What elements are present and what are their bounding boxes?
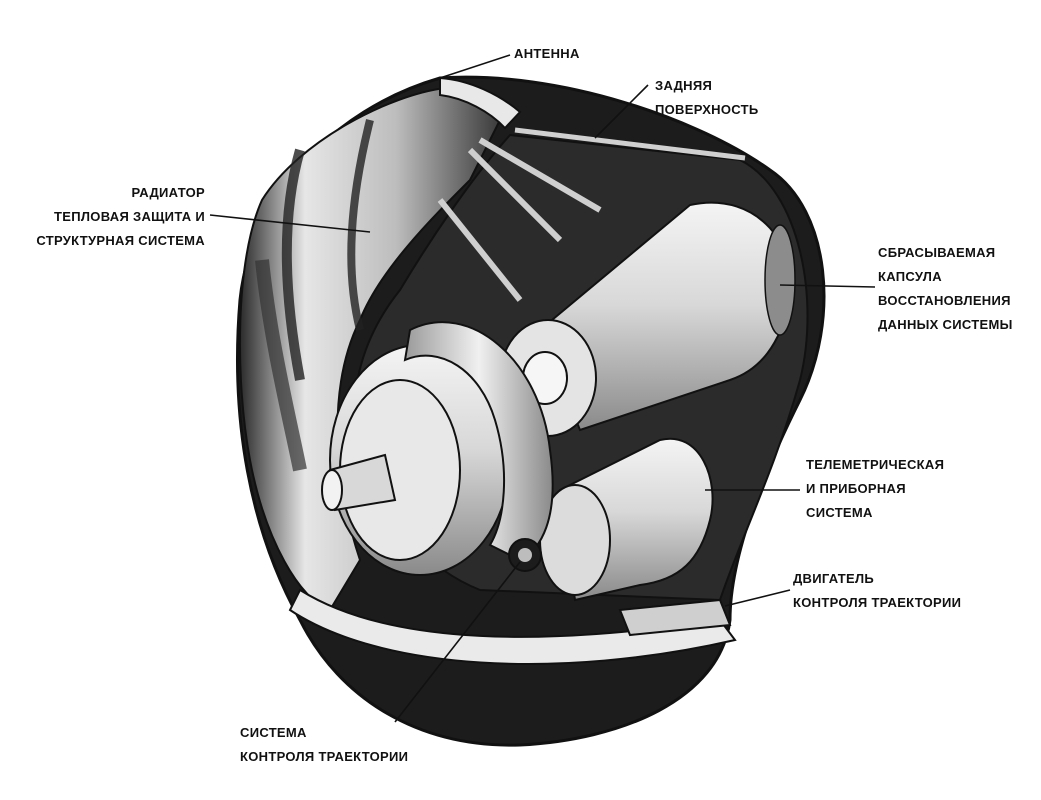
leader-line-antenna: [439, 54, 511, 79]
bottom-rim: [288, 588, 737, 665]
label-recovery-capsule: СБРАСЫВАЕМАЯ КАПСУЛА ВОССТАНОВЛЕНИЯ ДАНН…: [878, 245, 1013, 332]
support-strut: [437, 137, 602, 302]
leader-line-rear-surface: [594, 84, 649, 139]
label-telemetry-system: ТЕЛЕМЕТРИЧЕСКАЯ И ПРИБОРНАЯ СИСТЕМА: [806, 457, 945, 520]
rear-surface-edge: [514, 127, 746, 161]
leader-line-radiator: [209, 214, 371, 233]
radiator-streak: [281, 148, 305, 381]
leader-line-trajectory: [394, 561, 521, 723]
radiator-streak: [255, 259, 307, 472]
leader-line-capsule: [779, 284, 876, 288]
label-trajectory-engine: ДВИГАТЕЛЬ КОНТРОЛЯ ТРАЕКТОРИИ: [793, 571, 962, 610]
valve-fitting-core: [518, 548, 532, 562]
label-rear-surface: ЗАДНЯЯ ПОВЕРХНОСТЬ: [655, 78, 759, 117]
label-trajectory-system: СИСТЕМА КОНТРОЛЯ ТРАЕКТОРИИ: [240, 725, 409, 764]
radiator-streak: [347, 119, 374, 331]
label-radiator: РАДИАТОР ТЕПЛОВАЯ ЗАЩИТА И СТРУКТУРНАЯ С…: [36, 185, 205, 248]
antenna-rim: [439, 76, 522, 130]
label-antenna: АНТЕННА: [514, 46, 580, 61]
leader-line-engine: [724, 589, 791, 607]
drum-axle-end: [321, 469, 343, 511]
engine-nozzle-bracket: [618, 598, 732, 637]
recovery-capsule-nose: [764, 224, 796, 336]
